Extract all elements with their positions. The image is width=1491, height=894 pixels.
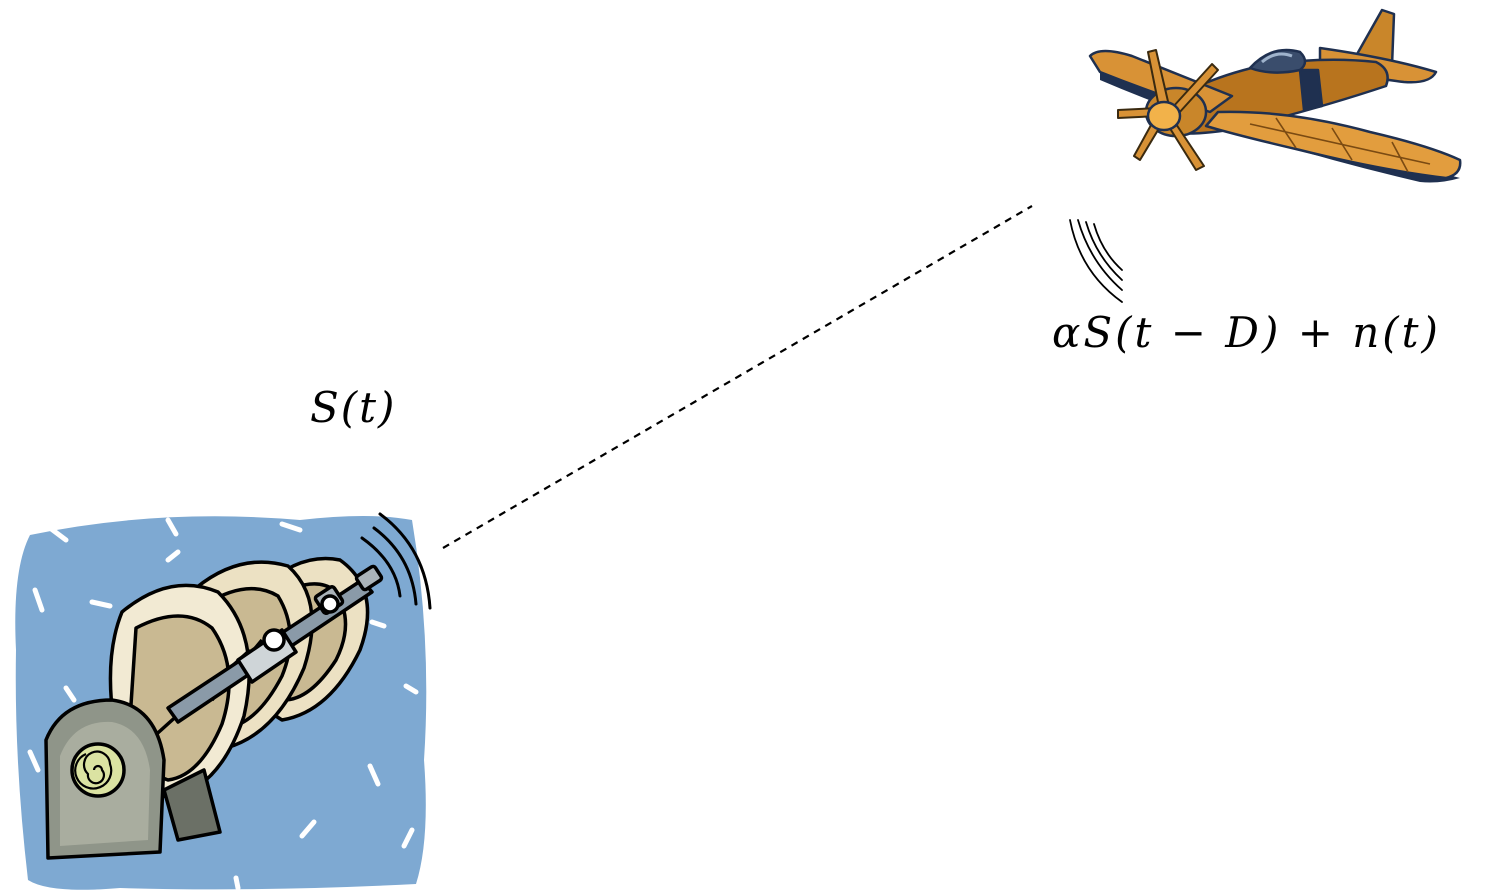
propeller-airplane-icon	[1088, 8, 1462, 183]
transmitted-signal-label: S(t)	[310, 383, 397, 432]
propagation-path	[442, 205, 1033, 549]
received-signal-label: αS(t − D) + n(t)	[1052, 308, 1441, 357]
radar-dish-icon	[15, 512, 432, 891]
reflected-wave-icon	[1069, 219, 1123, 303]
